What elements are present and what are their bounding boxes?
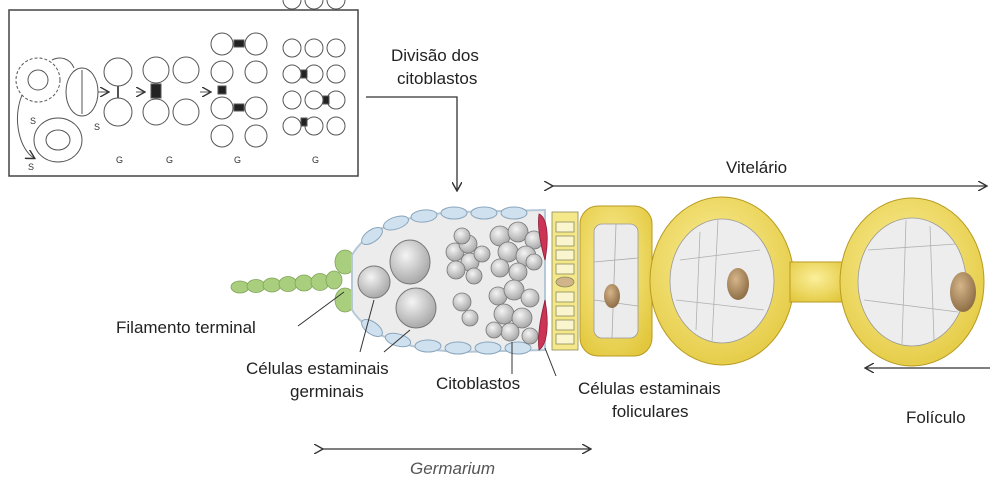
inset-s-mark-2: S — [28, 162, 34, 172]
label-filamento-terminal: Filamento terminal — [116, 318, 256, 337]
inset-frame — [9, 10, 358, 176]
inset-g-mark-2: G — [166, 155, 173, 165]
inset-s-mark-1: S — [30, 116, 36, 126]
inset-g-mark-3: G — [234, 155, 241, 165]
inset-g-mark-1: G — [116, 155, 123, 165]
label-divisao-dos-citoblastos-2: citoblastos — [397, 69, 477, 88]
label-celulas-germinais-2: germinais — [290, 382, 364, 401]
ovariole — [231, 197, 984, 366]
label-foliculo: Folículo — [906, 408, 966, 427]
egg-chamber-1 — [580, 206, 652, 356]
label-citoblastos: Citoblastos — [436, 374, 520, 393]
prefollicular-stack — [552, 212, 578, 350]
label-celulas-foliculares-1: Células estaminais — [578, 379, 721, 398]
inset-connector-arrow — [366, 97, 457, 190]
inset-g-mark-4: G — [312, 155, 319, 165]
terminal-filament — [231, 250, 355, 312]
label-celulas-foliculares-2: foliculares — [612, 402, 689, 421]
label-germarium: Germarium — [410, 459, 495, 478]
inset-division-diagram: S S S — [9, 0, 358, 176]
label-divisao-dos-citoblastos-1: Divisão dos — [391, 46, 479, 65]
egg-chamber-3 — [840, 198, 984, 366]
label-celulas-germinais-1: Células estaminais — [246, 359, 389, 378]
inset-s-mark-3: S — [94, 122, 100, 132]
interfollicular-stalk — [790, 262, 846, 302]
egg-chamber-2 — [650, 197, 794, 365]
label-vitelario: Vitelário — [726, 158, 787, 177]
